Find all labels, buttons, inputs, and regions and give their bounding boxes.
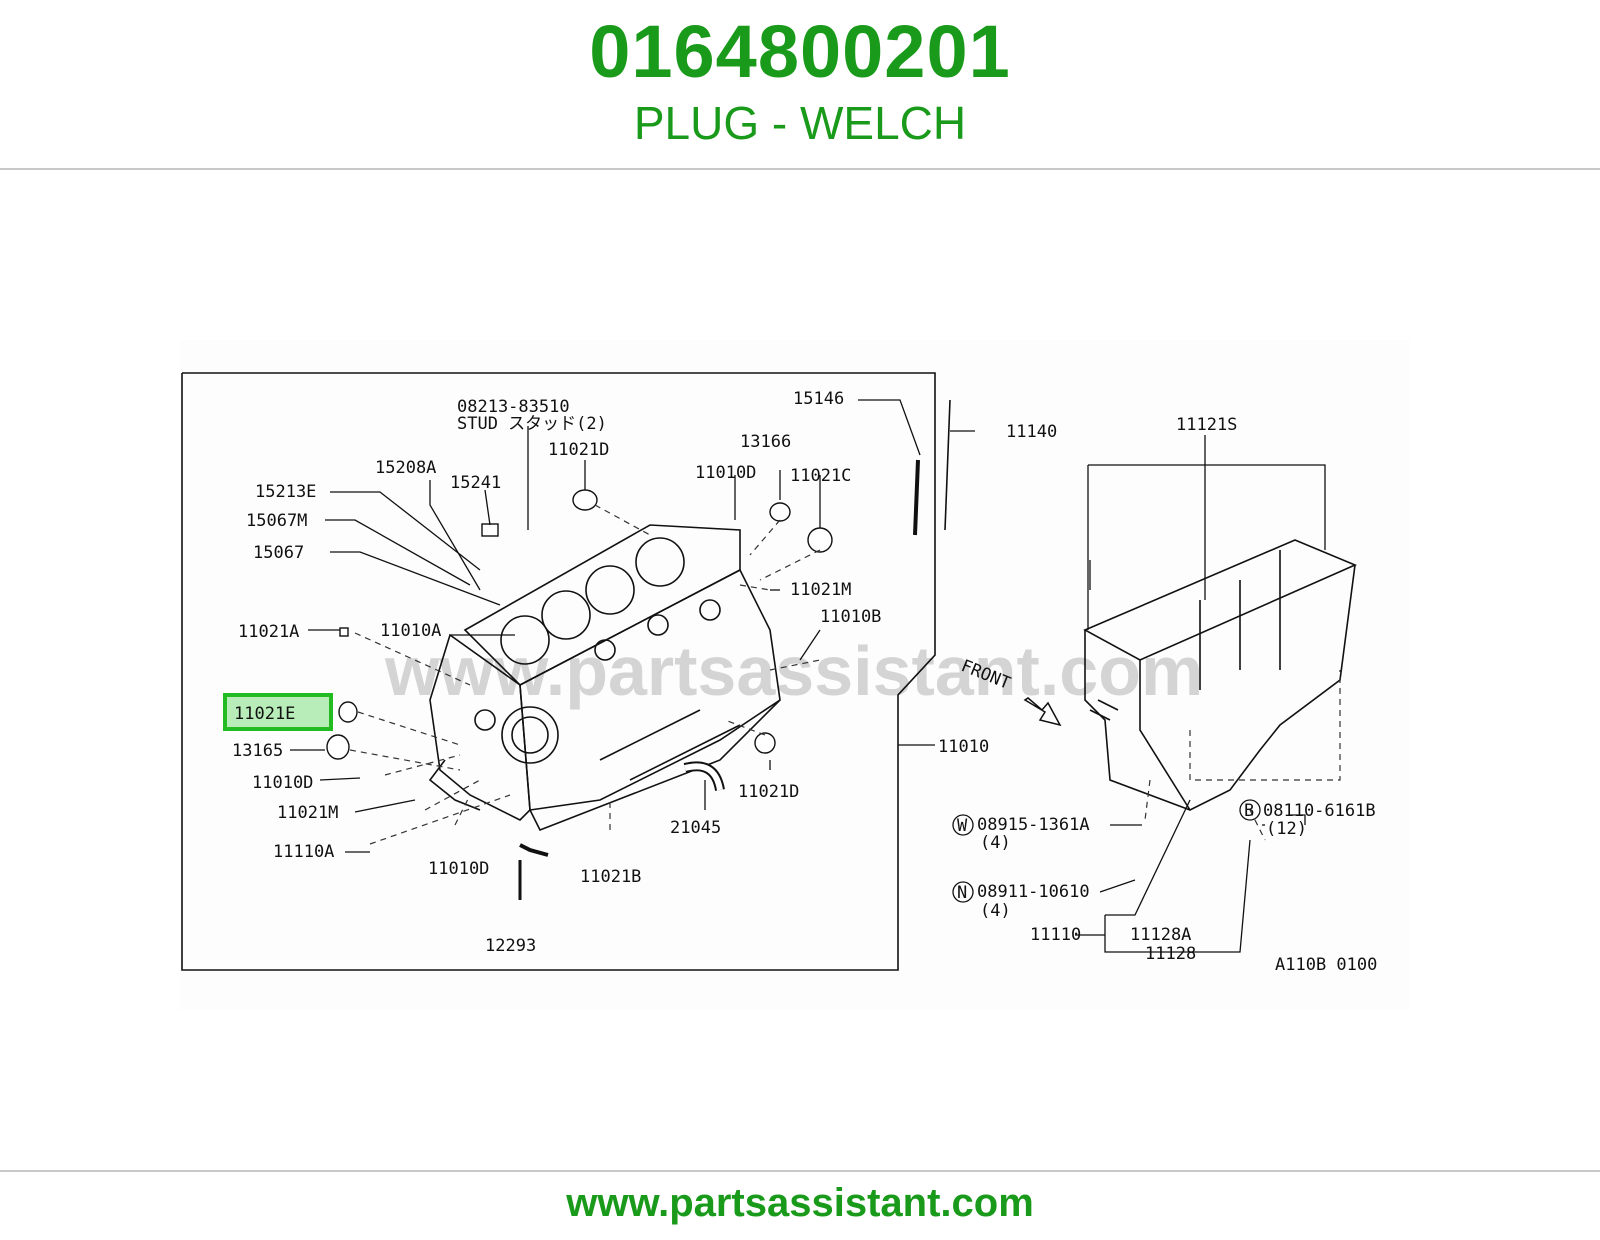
highlight-box[interactable] [223,693,333,731]
label-11010: 11010 [938,737,989,757]
w-mark: W [957,816,968,836]
label-13165: 13165 [232,741,283,761]
label-08915-1361a: 08915-1361A [977,815,1090,835]
callout-labels: 08213-83510 STUD スタッド(2) 15146 11140 111… [232,389,1377,975]
footer-divider [0,1170,1600,1172]
w-mark-icon [952,814,974,836]
plug-11021C [807,527,833,553]
part-15241 [481,523,499,537]
part-name: PLUG - WELCH [633,97,967,149]
n-mark: N [957,883,967,903]
n-mark-icon [952,881,974,903]
label-11010d-top: 11010D [695,463,756,483]
label-11010b: 11010B [820,607,881,627]
label-11010d-left: 11010D [252,773,313,793]
label-11128a: 11128A [1130,925,1191,945]
label-15146: 15146 [793,389,844,409]
label-11128: 11128 [1145,944,1196,964]
label-11021m-right: 11021M [790,580,851,600]
header-divider [0,168,1600,170]
label-08911-10610: 08911-10610 [977,882,1090,902]
label-13166: 13166 [740,432,791,452]
label-b-qty: (12) [1266,819,1307,839]
dipstick [944,399,951,531]
label-11021m-left: 11021M [277,803,338,823]
parts-diagram: www.partsassistant.com [180,340,1410,1015]
dipstick-guide [913,459,920,536]
dashed-leaders [349,504,1341,845]
label-11010d-bottom: 11010D [428,859,489,879]
label-15208a: 15208A [375,458,436,478]
exploded-view-drawing: www.partsassistant.com [180,340,1410,1010]
label-11021d-top: 11021D [548,440,609,460]
label-15067m: 15067M [246,511,307,531]
label-11021a: 11021A [238,622,299,642]
label-11110: 11110 [1030,925,1081,945]
plug-11021D-bottom [754,732,776,754]
label-08110-6161b: 08110-6161B [1263,801,1376,821]
label-15213e: 15213E [255,482,316,502]
label-12293: 12293 [485,936,536,956]
welch-plugs [326,489,833,760]
bolt-11110A [519,843,549,857]
cylinder-block-illustration [428,524,781,832]
label-11121s: 11121S [1176,415,1237,435]
footer-website-link[interactable]: www.partsassistant.com [566,1181,1034,1225]
dowel-11021A [339,627,349,637]
plug-13166 [769,502,791,522]
label-stud-text: STUD スタッド(2) [457,414,607,434]
part-number: 0164800201 [589,10,1011,93]
diagram-code: A110B 0100 [1275,955,1377,975]
label-15067: 15067 [253,543,304,563]
block-frame [181,372,936,971]
header: 0164800201 PLUG - WELCH [0,0,1600,170]
label-11021c: 11021C [790,466,851,486]
b-mark: B [1244,801,1254,821]
label-21045: 21045 [670,818,721,838]
plug-13165 [326,734,350,760]
label-11021e[interactable]: 11021E [234,704,295,724]
label-11021b: 11021B [580,867,641,887]
solid-leaders [290,399,1326,953]
label-15241: 15241 [450,473,501,493]
label-11110a: 11110A [273,842,334,862]
plug-11021D-top [572,489,598,511]
plug-11021E [338,701,358,723]
label-11010a: 11010A [380,621,441,641]
label-11140: 11140 [1006,422,1057,442]
label-11021d-bottom: 11021D [738,782,799,802]
label-w-qty: (4) [980,833,1011,853]
oil-pan-illustration [1083,539,1358,811]
front-arrow-icon [1023,697,1062,727]
label-stud-part-number: 08213-83510 [457,397,570,417]
b-mark-icon [1239,799,1261,821]
label-n-qty: (4) [980,901,1011,921]
